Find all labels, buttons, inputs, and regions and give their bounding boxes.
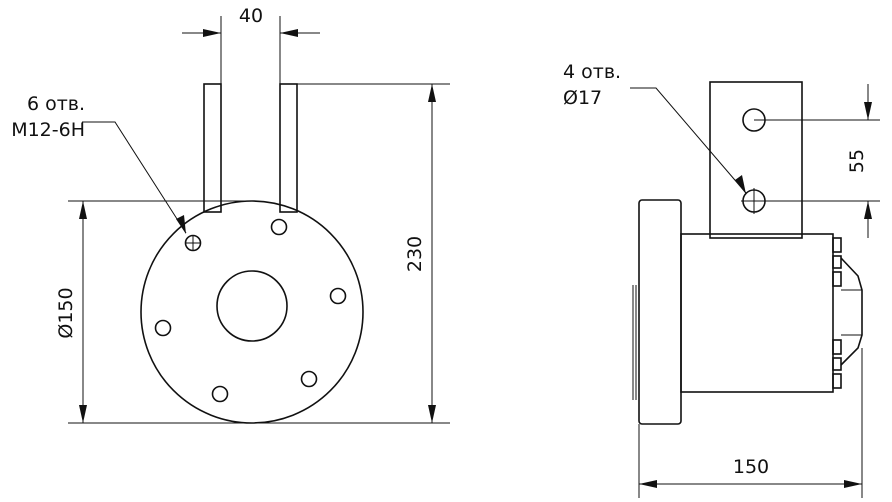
mount-holes-diameter-label: Ø17 xyxy=(563,87,602,109)
threaded-hole-marked xyxy=(184,234,202,252)
flange-hole xyxy=(154,319,172,337)
flange-hole xyxy=(300,370,318,388)
flange-hole xyxy=(270,218,288,236)
dimension-flange-diameter: Ø150 xyxy=(55,200,252,424)
dimension-tab-spacing: 40 xyxy=(182,5,320,84)
dimension-hole-spacing: 55 xyxy=(754,84,880,238)
side-view: 55 150 4 отв. Ø17 xyxy=(563,61,880,498)
dimension-total-height: 230 xyxy=(252,83,450,424)
flange-outline xyxy=(140,200,364,424)
dim-total-depth-label: 150 xyxy=(733,456,769,478)
dim-flange-diameter-label: Ø150 xyxy=(55,287,77,338)
leader-mount-holes: 4 отв. Ø17 xyxy=(563,61,747,194)
right-mounting-tab xyxy=(279,83,298,213)
mount-holes-count-label: 4 отв. xyxy=(563,61,621,83)
central-bore xyxy=(216,270,288,342)
dim-tab-spacing-label: 40 xyxy=(239,5,263,27)
side-end-cap xyxy=(832,237,863,389)
leader-threaded-holes: 6 отв. M12-6H xyxy=(11,93,187,234)
left-mounting-tab xyxy=(203,83,222,213)
threaded-holes-spec-label: M12-6H xyxy=(11,119,85,141)
dimension-total-depth: 150 xyxy=(638,348,863,498)
dim-hole-spacing-label: 55 xyxy=(846,149,868,173)
flange-hole xyxy=(211,385,229,403)
flange-holes xyxy=(154,218,347,403)
dim-total-height-label: 230 xyxy=(404,236,426,272)
side-mounting-bracket xyxy=(709,81,803,239)
threaded-holes-count-label: 6 отв. xyxy=(27,93,85,115)
side-main-body xyxy=(680,233,834,393)
flange-hole xyxy=(329,287,347,305)
side-flange-plate xyxy=(638,199,682,425)
front-view: 40 230 Ø150 6 отв. M12-6H xyxy=(11,5,450,424)
